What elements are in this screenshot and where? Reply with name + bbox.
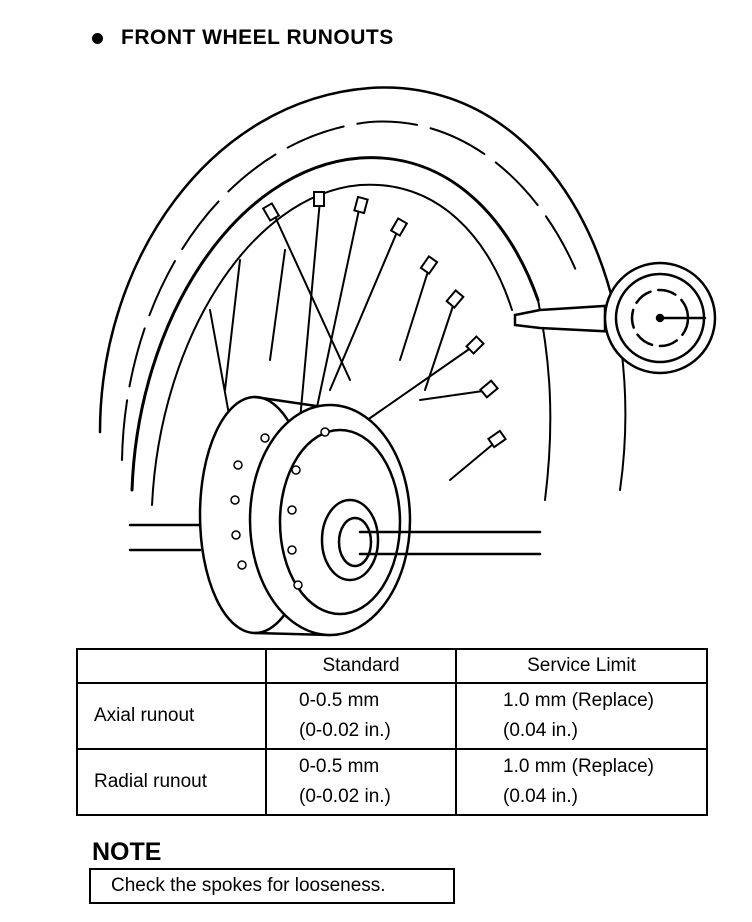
standard-imperial: (0-0.02 in.) bbox=[299, 786, 391, 807]
bullet-icon bbox=[92, 32, 103, 44]
section-heading: FRONT WHEEL RUNOUTS bbox=[92, 26, 394, 50]
rim-outer-arc bbox=[130, 156, 540, 492]
standard-value: 0-0.5 mm (0-0.02 in.) bbox=[265, 682, 457, 750]
limit-metric: 1.0 mm (Replace) bbox=[503, 756, 654, 777]
dial-gauge-icon bbox=[513, 261, 717, 375]
row-label: Radial runout bbox=[76, 748, 267, 816]
note-box: Check the spokes for looseness. bbox=[89, 868, 455, 904]
header-service-limit: Service Limit bbox=[455, 648, 708, 684]
spoke-nipples bbox=[261, 191, 507, 449]
limit-metric: 1.0 mm (Replace) bbox=[503, 690, 654, 711]
wheel-runout-illustration bbox=[98, 86, 717, 637]
tire-tread-arc bbox=[121, 120, 581, 461]
rim-right-side bbox=[537, 299, 552, 501]
header-standard: Standard bbox=[265, 648, 457, 684]
axle bbox=[128, 523, 542, 556]
rim-inner-arc bbox=[151, 183, 513, 506]
limit-imperial: (0.04 in.) bbox=[503, 720, 578, 741]
standard-metric: 0-0.5 mm bbox=[299, 756, 380, 777]
row-label: Axial runout bbox=[76, 682, 267, 750]
table-row: Axial runout 0-0.5 mm (0-0.02 in.) 1.0 m… bbox=[76, 682, 708, 750]
spokes bbox=[209, 199, 499, 481]
limit-value: 1.0 mm (Replace) (0.04 in.) bbox=[455, 748, 708, 816]
standard-imperial: (0-0.02 in.) bbox=[299, 720, 391, 741]
limit-imperial: (0.04 in.) bbox=[503, 786, 578, 807]
section-title: FRONT WHEEL RUNOUTS bbox=[121, 26, 394, 49]
table-header-row: Standard Service Limit bbox=[76, 648, 708, 684]
runout-spec-table: Standard Service Limit Axial runout 0-0.… bbox=[76, 648, 708, 816]
hub bbox=[198, 395, 412, 637]
tire-outer-arc bbox=[98, 86, 617, 434]
standard-value: 0-0.5 mm (0-0.02 in.) bbox=[265, 748, 457, 816]
header-blank bbox=[76, 648, 267, 684]
standard-metric: 0-0.5 mm bbox=[299, 690, 380, 711]
table-row: Radial runout 0-0.5 mm (0-0.02 in.) 1.0 … bbox=[76, 748, 708, 816]
hub-holes bbox=[230, 427, 330, 590]
limit-value: 1.0 mm (Replace) (0.04 in.) bbox=[455, 682, 708, 750]
note-title: NOTE bbox=[92, 838, 162, 866]
